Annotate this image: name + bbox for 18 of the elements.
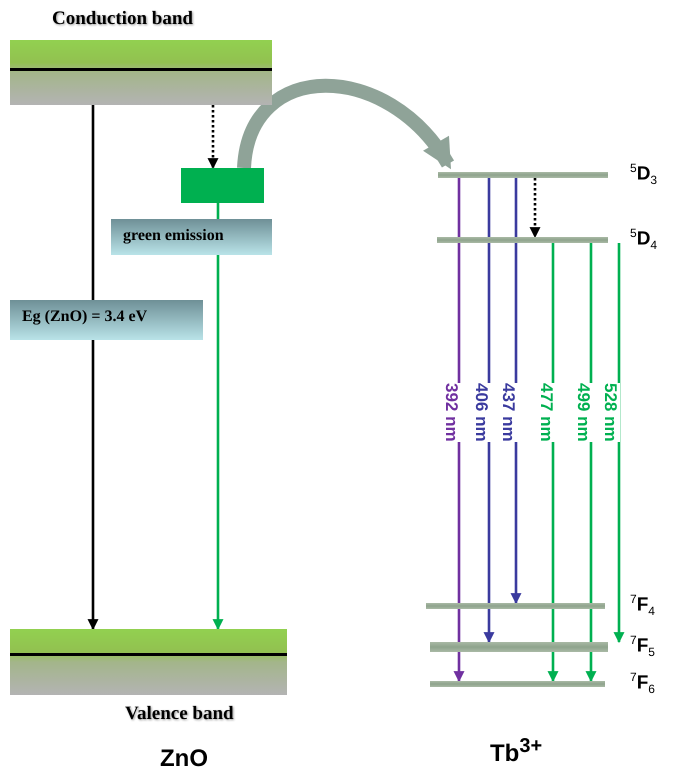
edge-label: green emission (111, 219, 272, 255)
level-label: $^{7}$F$_{6}$ (630, 670, 655, 696)
material-label: ZnO (160, 745, 208, 772)
level-label: $^{7}$F$_{4}$ (630, 592, 655, 618)
curved-transfer-arrow (237, 78, 454, 170)
arrow (88, 105, 98, 630)
arrow (208, 105, 218, 170)
material-label: Tb$^{3+}$ (490, 735, 542, 768)
level-label: $^{5}$D$_{4}$ (630, 226, 658, 252)
level-label: $^{7}$F$_{5}$ (630, 633, 655, 660)
band-label: Valence band (125, 703, 234, 725)
arrow (614, 243, 624, 644)
arrow (530, 178, 540, 238)
arrow (212, 203, 224, 630)
edge-label: Eg (ZnO) = 3.4 eV (10, 300, 203, 340)
band-label: Conduction band (52, 8, 193, 30)
defect-level-box (181, 168, 264, 203)
level-label: $^{5}$D$_{3}$ (630, 161, 658, 188)
